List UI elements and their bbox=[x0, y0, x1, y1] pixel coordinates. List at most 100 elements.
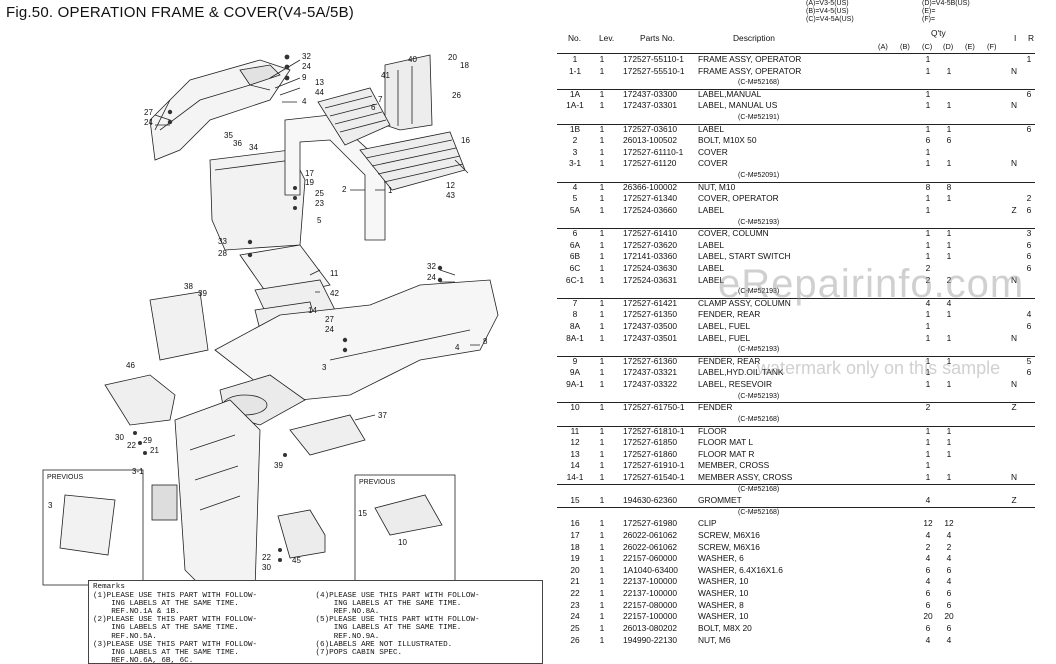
cell-qty-d: 1 bbox=[946, 425, 952, 436]
cell-part-number: 194990-22130 bbox=[623, 634, 678, 645]
callout-label: 22 bbox=[127, 441, 136, 450]
cell-qty-c: 1 bbox=[925, 460, 931, 471]
watermark-sub: watermark only on this sample bbox=[757, 358, 1001, 378]
serial-note: (C-M#52168) bbox=[738, 508, 780, 516]
cell-qty-d: 6 bbox=[946, 588, 952, 599]
qty-column-header: (D) bbox=[943, 42, 954, 51]
callout-label: 2 bbox=[342, 185, 347, 194]
header-description: Description bbox=[733, 33, 775, 43]
cell-no: 5 bbox=[572, 193, 578, 204]
group-divider bbox=[557, 297, 1035, 299]
cell-r: 3 bbox=[1026, 228, 1032, 239]
cell-lev: 1 bbox=[599, 564, 605, 575]
cell-part-number: 172437-03301 bbox=[623, 100, 678, 111]
cell-lev: 1 bbox=[599, 228, 605, 239]
model-legend-right: (D)=V4-5B(US)(E)=(F)= bbox=[922, 0, 970, 24]
remark-line: ING LABELS AT THE SAME TIME. bbox=[315, 624, 462, 633]
cell-qty-c: 1 bbox=[925, 332, 931, 343]
callout-label: 25 bbox=[315, 189, 324, 198]
remark-line: REF.NO.6A, 6B, 6C. bbox=[93, 656, 194, 664]
cell-no: 3-1 bbox=[568, 158, 582, 169]
cell-description: WASHER, 10 bbox=[698, 611, 749, 622]
cell-i: N bbox=[1010, 274, 1018, 285]
cell-description: SCREW, M6X16 bbox=[698, 530, 760, 540]
cell-qty-d: 12 bbox=[944, 518, 954, 529]
callout-label: 3 bbox=[322, 363, 327, 372]
cell-no: 5A bbox=[569, 204, 581, 215]
cell-qty-c: 4 bbox=[925, 495, 931, 506]
callout-label: 35 bbox=[224, 131, 233, 140]
cell-no: 8A bbox=[569, 321, 581, 332]
model-legend-item: (F)= bbox=[922, 16, 936, 23]
cell-qty-d: 1 bbox=[946, 355, 952, 366]
remark-line: (1)PLEASE USE THIS PART WITH FOLLOW- bbox=[93, 592, 258, 601]
cell-qty-c: 2 bbox=[925, 402, 931, 413]
cell-lev: 1 bbox=[599, 530, 605, 540]
cell-qty-d: 1 bbox=[946, 437, 952, 448]
cell-r: 6 bbox=[1026, 204, 1032, 215]
remark-line: ING LABELS AT THE SAME TIME. bbox=[93, 648, 239, 657]
cell-qty-d: 1 bbox=[946, 448, 952, 459]
cell-description: LABEL bbox=[698, 262, 725, 273]
cell-qty-d: 1 bbox=[946, 239, 952, 250]
qty-column-header: (E) bbox=[965, 42, 975, 51]
cell-description: CLIP bbox=[698, 518, 717, 529]
cell-description: LABEL bbox=[698, 239, 725, 250]
cell-qty-d: 4 bbox=[946, 634, 952, 645]
cell-qty-c: 6 bbox=[925, 588, 931, 599]
model-legend-item: (A)=V3-5(US) bbox=[806, 0, 849, 7]
cell-qty-d: 4 bbox=[946, 530, 952, 540]
cell-lev: 1 bbox=[599, 622, 605, 633]
cell-qty-c: 6 bbox=[925, 564, 931, 575]
callout-label: 24 bbox=[302, 62, 311, 71]
callout-label: 42 bbox=[330, 289, 339, 298]
remark-line: (4)PLEASE USE THIS PART WITH FOLLOW- bbox=[315, 592, 480, 601]
cell-lev: 1 bbox=[599, 274, 605, 285]
cell-no: 20 bbox=[570, 564, 580, 575]
cell-qty-c: 1 bbox=[925, 437, 931, 448]
remark-line: (7)POPS CABIN SPEC. bbox=[315, 648, 403, 657]
cell-no: 6 bbox=[572, 228, 578, 239]
cell-no: 22 bbox=[570, 588, 580, 599]
cell-lev: 1 bbox=[599, 309, 605, 320]
cell-description: WASHER, 6.4X16X1.6 bbox=[698, 564, 783, 575]
cell-part-number: 172527-61910-1 bbox=[623, 460, 685, 471]
callout-label: 24 bbox=[427, 273, 436, 282]
cell-no: 1B bbox=[569, 123, 581, 134]
cell-no: 21 bbox=[570, 576, 580, 587]
cell-lev: 1 bbox=[599, 181, 605, 192]
cell-qty-c: 1 bbox=[925, 228, 931, 239]
cell-description: SCREW, M6X16 bbox=[698, 541, 760, 552]
cell-part-number: 1A1040-63400 bbox=[623, 564, 678, 575]
serial-note: (C-M#52168) bbox=[738, 415, 780, 423]
callout-label: 29 bbox=[143, 436, 152, 445]
cell-no: 23 bbox=[570, 599, 580, 610]
callout-label: 4 bbox=[455, 343, 460, 352]
callout-label: 36 bbox=[233, 139, 242, 148]
cell-part-number: 172527-61540-1 bbox=[623, 471, 685, 482]
cell-description: WASHER, 10 bbox=[698, 576, 749, 587]
cell-qty-d: 1 bbox=[946, 228, 952, 239]
cell-qty-c: 4 bbox=[925, 634, 931, 645]
cell-no: 16 bbox=[570, 518, 580, 529]
cell-description: FLOOR MAT L bbox=[698, 437, 754, 448]
remark-line: (6)LABELS ARE NOT ILLUSTRATED. bbox=[315, 640, 453, 649]
cell-no: 24 bbox=[570, 611, 580, 622]
cell-qty-d: 1 bbox=[946, 471, 952, 482]
callout-label: 23 bbox=[315, 199, 324, 208]
cell-part-number: 172527-03620 bbox=[623, 239, 678, 250]
callout-label: 44 bbox=[315, 88, 324, 97]
cell-part-number: 172527-61750-1 bbox=[623, 402, 685, 413]
